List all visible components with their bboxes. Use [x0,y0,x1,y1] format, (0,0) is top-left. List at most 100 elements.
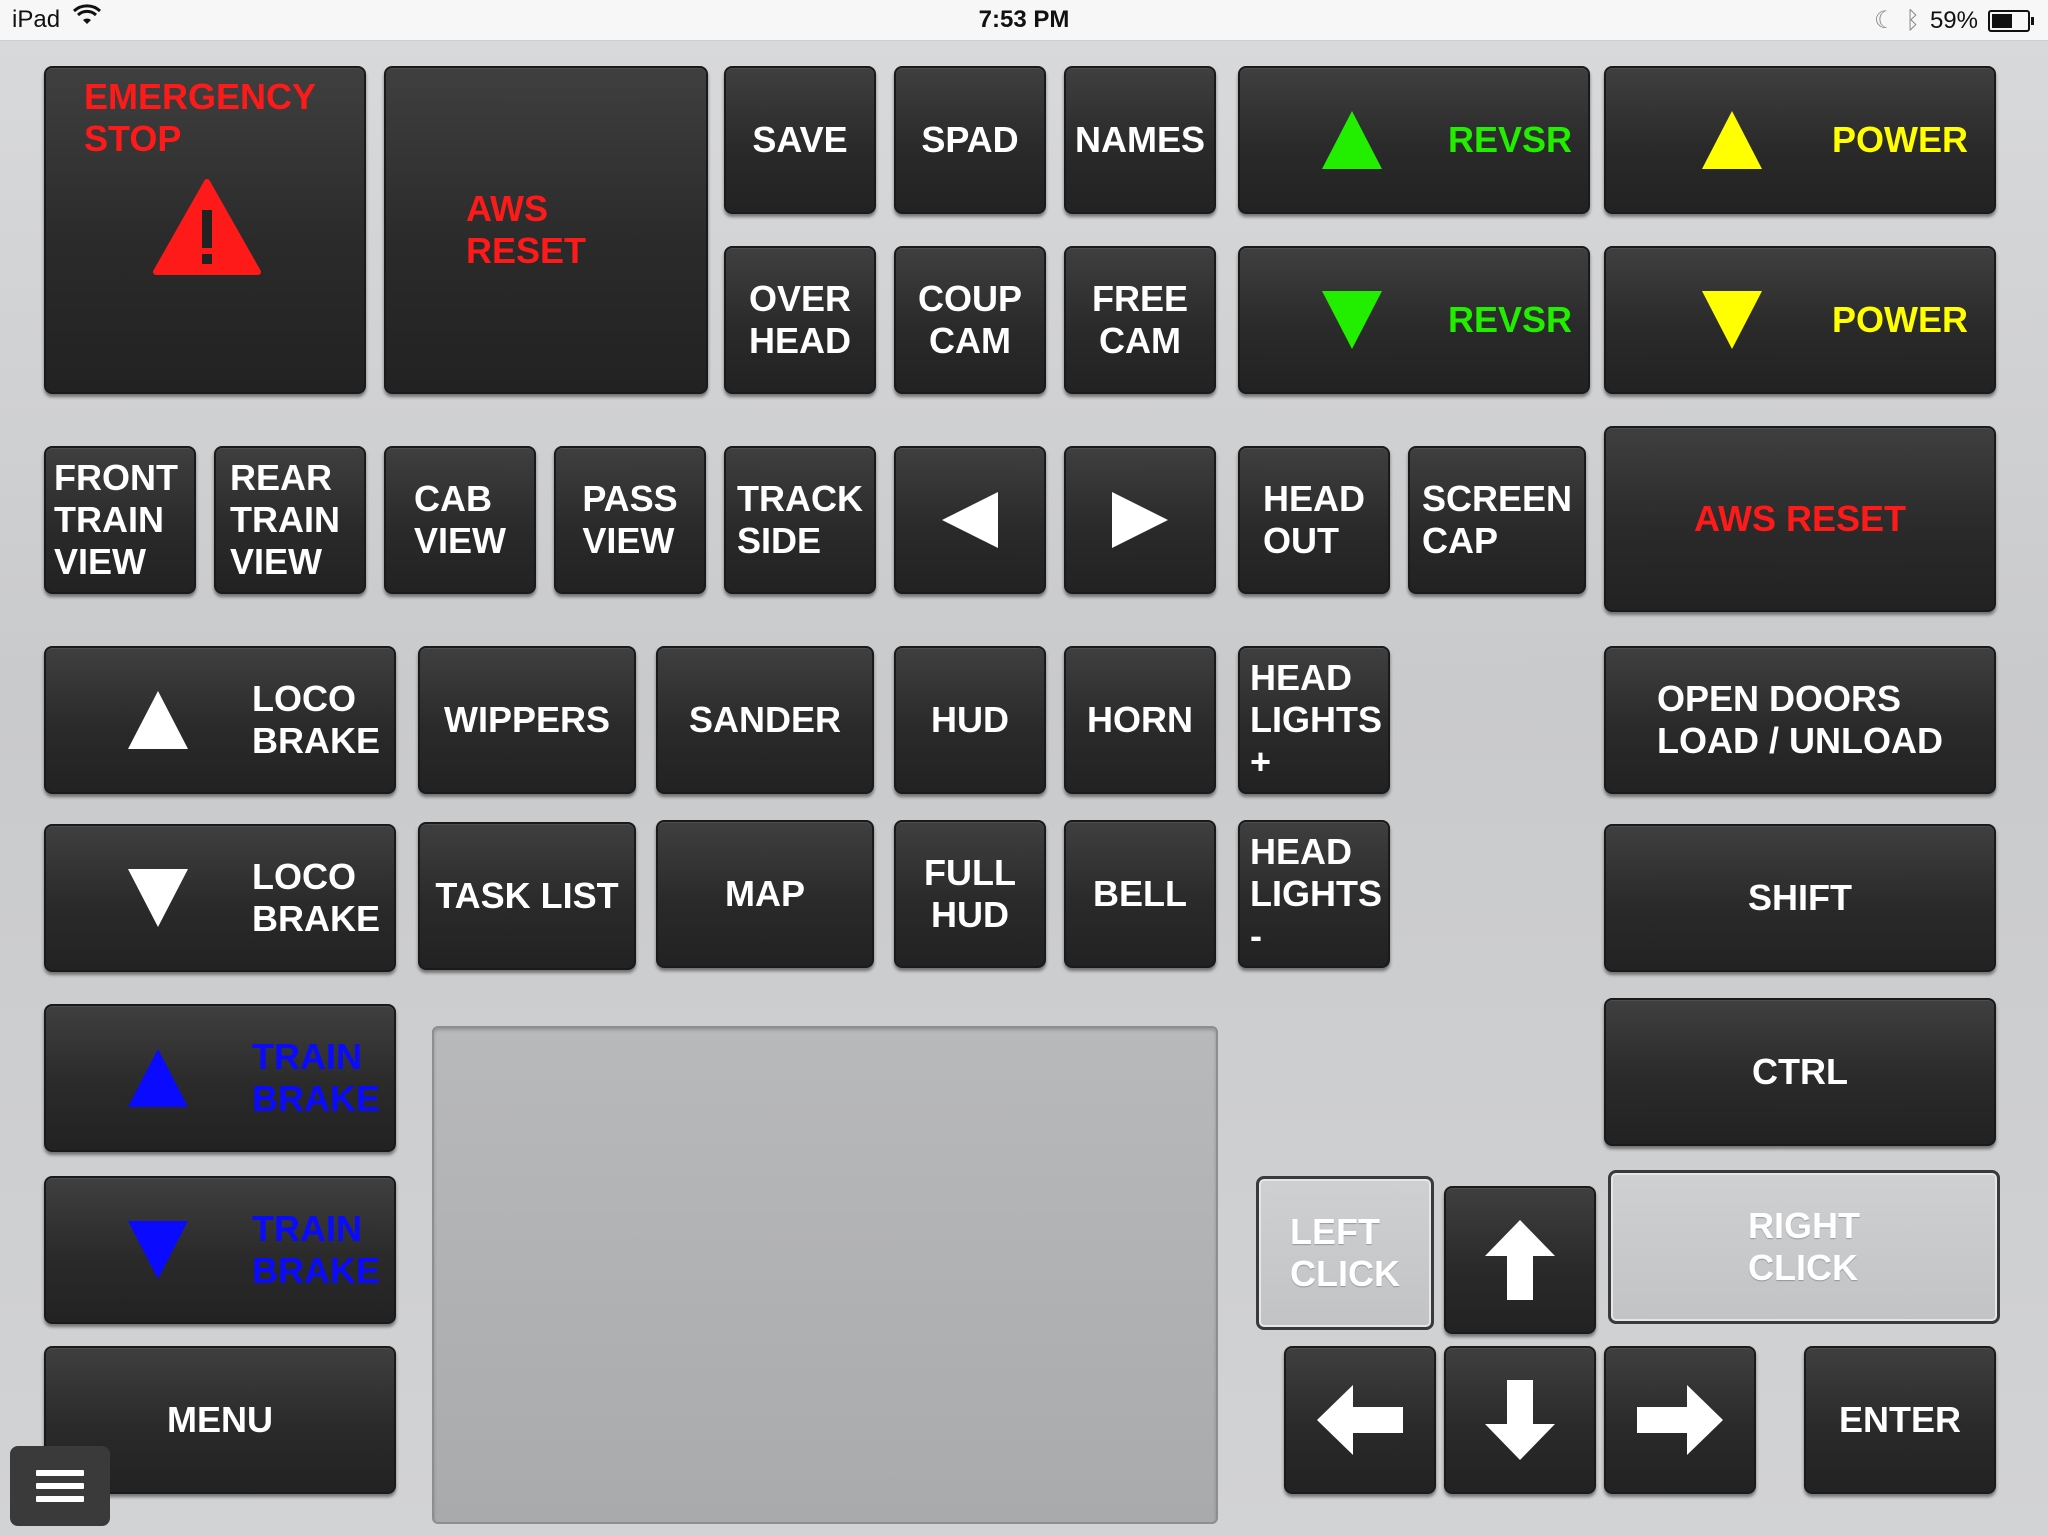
map-label: MAP [725,873,805,914]
aws-reset-big-label: AWS RESET [465,188,587,271]
task-list-button[interactable]: TASK LIST [418,822,636,970]
front-train-view-label: FRONT TRAIN VIEW [54,457,178,582]
horn-button[interactable]: HORN [1064,646,1216,794]
arrow-down-button[interactable] [1444,1346,1596,1494]
triangle-right-icon [1112,492,1168,548]
reverser-down-label: REVSR [1447,299,1572,340]
hud-label: HUD [931,699,1009,740]
coup-cam-label: COUP CAM [917,278,1022,361]
arrow-left-button[interactable] [1284,1346,1436,1494]
menu-label: MENU [167,1399,273,1440]
spad-label: SPAD [921,119,1019,160]
touchpad[interactable] [432,1026,1218,1524]
right-click-button[interactable]: RIGHT CLICK [1608,1170,2000,1324]
cab-view-button[interactable]: CAB VIEW [384,446,536,594]
power-down-label: POWER [1831,299,1968,340]
sander-button[interactable]: SANDER [656,646,874,794]
pass-view-button[interactable]: PASS VIEW [554,446,706,594]
enter-button[interactable]: ENTER [1804,1346,1996,1494]
full-hud-label: FULL HUD [924,852,1016,935]
power-up-button[interactable]: POWER [1604,66,1996,214]
status-right: ☾ ᛒ 59% [1874,6,2034,35]
free-cam-button[interactable]: FREE CAM [1064,246,1216,394]
names-label: NAMES [1074,119,1205,160]
wifi-icon [72,4,102,35]
shift-button[interactable]: SHIFT [1604,824,1996,972]
head-lights-plus-label: HEAD LIGHTS + [1250,657,1382,782]
over-head-label: OVER HEAD [748,278,852,361]
arrow-down-icon [1485,1380,1555,1460]
reverser-down-button[interactable]: REVSR [1238,246,1590,394]
ctrl-button[interactable]: CTRL [1604,998,1996,1146]
triangle-down-icon [128,1221,188,1279]
loco-brake-down-label: LOCO BRAKE [251,856,380,939]
shift-label: SHIFT [1748,877,1852,918]
save-button[interactable]: SAVE [724,66,876,214]
triangle-up-icon [1322,111,1382,169]
head-out-label: HEAD OUT [1262,478,1365,561]
emergency-stop-label: EMERGENCY STOP [84,76,317,159]
front-train-view-button[interactable]: FRONT TRAIN VIEW [44,446,196,594]
aws-reset-label: AWS RESET [1693,498,1907,539]
screen-cap-button[interactable]: SCREEN CAP [1408,446,1586,594]
map-button[interactable]: MAP [656,820,874,968]
device-name: iPad [12,6,61,33]
loco-brake-up-label: LOCO BRAKE [251,678,380,761]
train-brake-up-button[interactable]: TRAIN BRAKE [44,1004,396,1152]
hamburger-menu-icon[interactable] [10,1446,110,1526]
head-lights-minus-button[interactable]: HEAD LIGHTS - [1238,820,1390,968]
moon-icon: ☾ [1874,7,1896,34]
wippers-button[interactable]: WIPPERS [418,646,636,794]
bell-button[interactable]: BELL [1064,820,1216,968]
clock: 7:53 PM [978,6,1070,33]
coup-cam-button[interactable]: COUP CAM [894,246,1046,394]
warning-icon [153,179,261,275]
triangle-down-icon [128,869,188,927]
bluetooth-icon: ᛒ [1905,6,1920,34]
track-side-button[interactable]: TRACK SIDE [724,446,876,594]
aws-reset-big-button[interactable]: AWS RESET [384,66,708,394]
head-lights-plus-button[interactable]: HEAD LIGHTS + [1238,646,1390,794]
triangle-down-icon [1322,291,1382,349]
head-lights-minus-label: HEAD LIGHTS - [1250,831,1382,956]
status-bar: iPad 7:53 PM ☾ ᛒ 59% [0,0,2048,41]
camera-prev-button[interactable] [894,446,1046,594]
rear-train-view-button[interactable]: REAR TRAIN VIEW [214,446,366,594]
reverser-up-button[interactable]: REVSR [1238,66,1590,214]
arrow-up-icon [1485,1220,1555,1300]
train-brake-down-label: TRAIN BRAKE [251,1208,380,1291]
triangle-up-icon [128,1049,188,1107]
sander-label: SANDER [688,699,841,740]
battery-percent: 59% [1929,6,1978,34]
save-label: SAVE [752,119,848,160]
train-brake-down-button[interactable]: TRAIN BRAKE [44,1176,396,1324]
hud-button[interactable]: HUD [894,646,1046,794]
open-doors-label: OPEN DOORS LOAD / UNLOAD [1657,678,1943,761]
wippers-label: WIPPERS [443,699,611,740]
aws-reset-button[interactable]: AWS RESET [1604,426,1996,612]
head-out-button[interactable]: HEAD OUT [1238,446,1390,594]
arrow-right-icon [1637,1385,1723,1455]
bell-label: BELL [1093,873,1187,914]
arrow-up-button[interactable] [1444,1186,1596,1334]
screen-cap-label: SCREEN CAP [1421,478,1573,561]
loco-brake-up-button[interactable]: LOCO BRAKE [44,646,396,794]
rear-train-view-label: REAR TRAIN VIEW [230,457,340,582]
power-down-button[interactable]: POWER [1604,246,1996,394]
loco-brake-down-button[interactable]: LOCO BRAKE [44,824,396,972]
ctrl-label: CTRL [1752,1051,1848,1092]
left-click-button[interactable]: LEFT CLICK [1256,1176,1434,1330]
camera-next-button[interactable] [1064,446,1216,594]
full-hud-button[interactable]: FULL HUD [894,820,1046,968]
right-click-label: RIGHT CLICK [1748,1205,1860,1288]
over-head-button[interactable]: OVER HEAD [724,246,876,394]
spad-button[interactable]: SPAD [894,66,1046,214]
triangle-up-icon [1702,111,1762,169]
triangle-down-icon [1702,291,1762,349]
triangle-up-icon [128,691,188,749]
open-doors-button[interactable]: OPEN DOORS LOAD / UNLOAD [1604,646,1996,794]
emergency-stop-button[interactable]: EMERGENCY STOP [44,66,366,394]
names-button[interactable]: NAMES [1064,66,1216,214]
power-up-label: POWER [1831,119,1968,160]
arrow-right-button[interactable] [1604,1346,1756,1494]
